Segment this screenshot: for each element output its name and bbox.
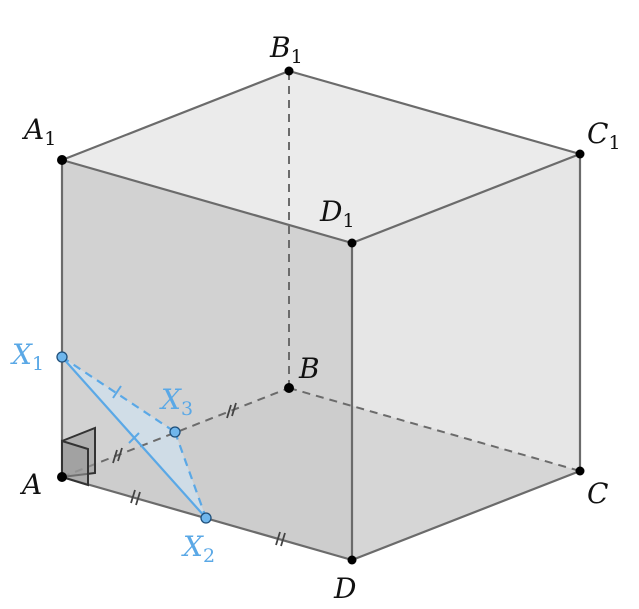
bottom-face [62, 388, 580, 560]
top-face [62, 71, 580, 243]
point-X2 [200, 512, 212, 524]
edge-D1-A1 [61, 158, 353, 245]
label-B: B [298, 352, 320, 385]
tick-AB-1a [112, 449, 118, 464]
tick-AD-1b [135, 491, 141, 506]
tick-AD-2a [275, 531, 281, 546]
tick-AB-2b [231, 402, 237, 417]
label-X1: X1 [10, 338, 44, 375]
label-C1: C1 [587, 117, 621, 154]
point-X3 [169, 426, 181, 438]
vertex-dots [57, 66, 585, 565]
tick-AD-1a [130, 489, 136, 504]
point-X1 [56, 351, 68, 363]
vertex-A [57, 472, 67, 482]
label-B1: B1 [269, 31, 303, 68]
edge-D-C [351, 469, 581, 562]
label-D1: D1 [319, 195, 355, 232]
right-angle-box-front [61, 439, 89, 487]
section-points [56, 351, 212, 524]
tick-AB-2a [226, 404, 232, 419]
tick-AD-2b [280, 532, 286, 547]
vertex-C1 [575, 149, 585, 159]
label-X2: X2 [181, 530, 215, 567]
tick-AB-1b [117, 447, 123, 462]
hidden-edges [61, 71, 581, 478]
vertex-D1 [347, 238, 357, 248]
edge-B-C [288, 387, 581, 472]
section-ticks [112, 385, 140, 444]
vertex-B [284, 383, 294, 393]
edge-A-B [61, 387, 290, 478]
label-C: C [587, 477, 608, 510]
label-X3: X3 [159, 383, 193, 420]
edge-A1-B1 [61, 69, 290, 162]
vertex-B1 [284, 66, 294, 76]
right-angle-marker [61, 426, 96, 487]
line-X1-X3 [61, 356, 176, 433]
tick-X1X2 [128, 432, 140, 444]
vertex-C [575, 466, 585, 476]
edge-C1-D1 [351, 152, 581, 245]
edge-B1-C1 [288, 69, 581, 156]
label-D: D [333, 572, 356, 605]
tick-marks [112, 402, 286, 547]
line-X3-X2 [173, 431, 208, 519]
vertex-A1 [57, 155, 67, 165]
label-A: A [19, 468, 42, 501]
vertex-D [347, 555, 357, 565]
tick-X1X3 [112, 385, 122, 399]
label-A1: A1 [21, 113, 56, 150]
